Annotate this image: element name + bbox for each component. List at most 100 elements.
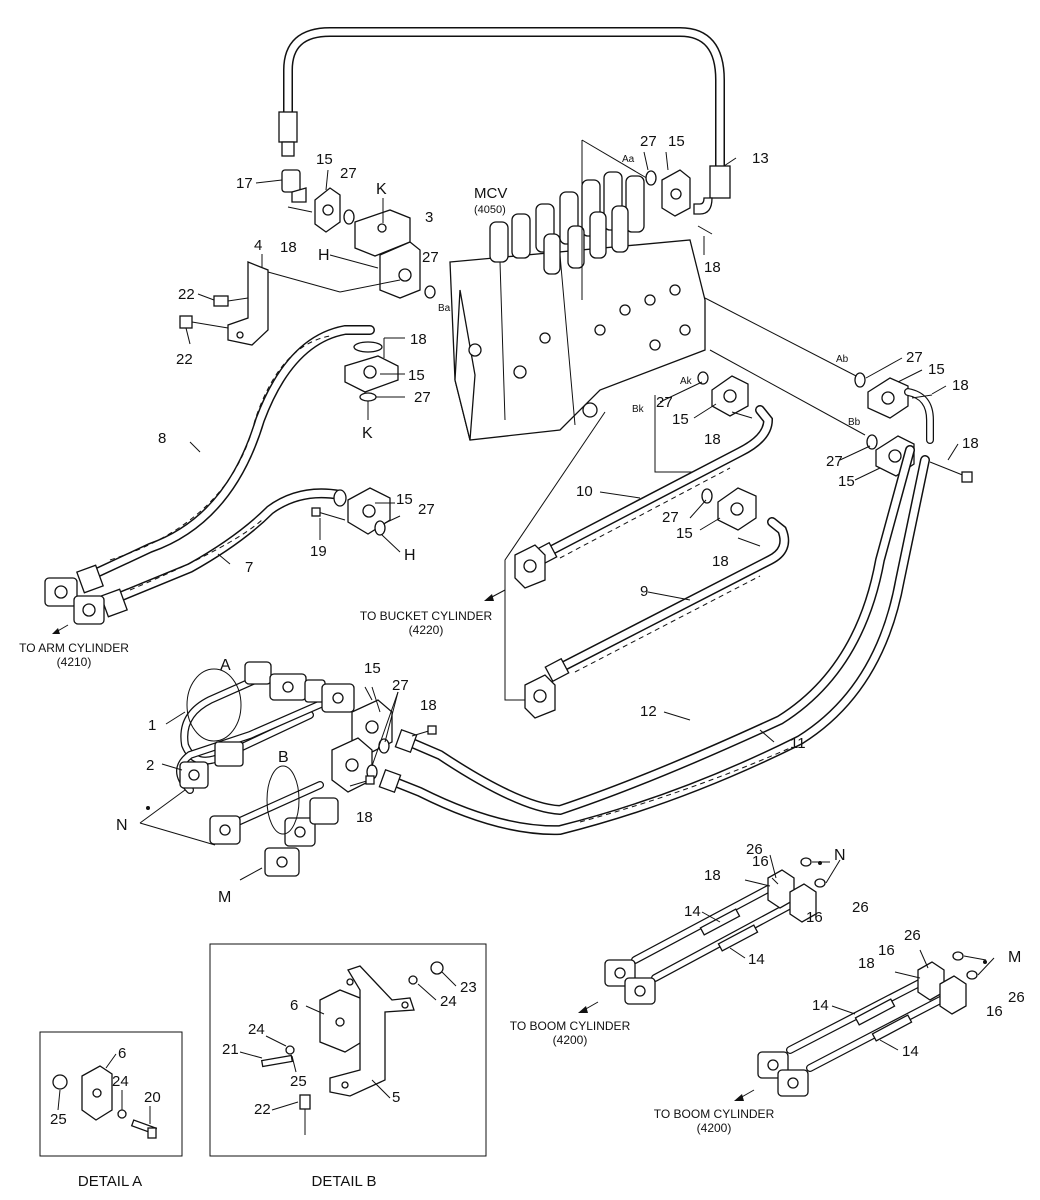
caption-bucket-line2: (4220) xyxy=(409,623,444,637)
detail-circle-b xyxy=(266,765,300,835)
callout-14b: 14 xyxy=(748,951,765,968)
callout-27e: 27 xyxy=(414,389,431,406)
caption-arm-line2: (4210) xyxy=(57,655,92,669)
callout-18g: 18 xyxy=(712,553,729,570)
letter-h-top: H xyxy=(318,247,330,264)
adapter-elbow-17 xyxy=(281,169,307,203)
caption-boom1-line1: TO BOOM CYLINDER xyxy=(510,1019,631,1033)
callout-18f: 18 xyxy=(962,435,979,452)
o-ring-27-top-left xyxy=(343,209,355,225)
boom-hose-group-lower xyxy=(757,961,967,1097)
hose-8 xyxy=(76,325,375,594)
detail-b-title: DETAIL B xyxy=(311,1173,376,1190)
detail-b-box xyxy=(209,943,487,1157)
hose-11 xyxy=(385,455,930,836)
flange-15-k xyxy=(344,341,399,393)
callout-numbers: 1 2 3 4 7 8 9 10 11 12 13 14 14 14 14 15… xyxy=(146,133,1025,1060)
detail-b-callout-22: 22 xyxy=(254,1101,271,1118)
callout-15b: 15 xyxy=(668,133,685,150)
callout-16c: 16 xyxy=(878,942,895,959)
flange-15-ak xyxy=(711,375,749,417)
detail-a-callout-24: 24 xyxy=(112,1073,129,1090)
letter-b: B xyxy=(278,749,289,766)
callout-10: 10 xyxy=(576,483,593,500)
caption-boom2-line2: (4200) xyxy=(697,1121,732,1135)
letter-k-top: K xyxy=(376,181,387,198)
reference-letters: K K H H A B N N M M xyxy=(116,181,1021,966)
callout-11: 11 xyxy=(790,735,806,752)
callout-1: 1 xyxy=(148,717,156,734)
hose-13 xyxy=(278,27,731,215)
hose-9 xyxy=(544,517,790,683)
letter-n-right: N xyxy=(834,847,846,864)
callout-8: 8 xyxy=(158,430,166,447)
letter-m-left: M xyxy=(218,889,231,906)
callout-22b: 22 xyxy=(176,351,193,368)
detail-a-callout-20: 20 xyxy=(144,1089,161,1106)
o-ring-27-ak xyxy=(697,371,709,385)
bolt-22-top xyxy=(213,295,249,307)
callout-27c: 27 xyxy=(422,249,439,266)
caption-boom1-line2: (4200) xyxy=(553,1033,588,1047)
callout-15d: 15 xyxy=(672,411,689,428)
callout-15i: 15 xyxy=(364,660,381,677)
callout-18i: 18 xyxy=(356,809,373,826)
detail-b-callout-25: 25 xyxy=(290,1073,307,1090)
callout-16b: 16 xyxy=(806,909,823,926)
callout-19: 19 xyxy=(310,543,327,560)
port-label-ba: Ba xyxy=(438,303,451,314)
flange-pair-arm-cylinder xyxy=(44,577,105,625)
callout-26b: 26 xyxy=(852,899,869,916)
valve-spools xyxy=(489,171,645,275)
callout-14d: 14 xyxy=(902,1043,919,1060)
bracket-4 xyxy=(227,261,269,346)
detail-a-callout-25: 25 xyxy=(50,1111,67,1128)
o-ring-27-ab xyxy=(854,372,866,388)
callout-15g: 15 xyxy=(396,491,413,508)
callout-27h: 27 xyxy=(418,501,435,518)
detail-a-labels: 6 24 20 25 DETAIL A xyxy=(50,1045,161,1190)
flange-bucket-lower xyxy=(524,674,556,719)
destination-captions: TO ARM CYLINDER (4210) TO BUCKET CYLINDE… xyxy=(19,609,774,1135)
callout-15h: 15 xyxy=(676,525,693,542)
callout-16d: 16 xyxy=(986,1003,1003,1020)
callout-17: 17 xyxy=(236,175,253,192)
letter-a: A xyxy=(220,657,231,674)
detail-a-title: DETAIL A xyxy=(78,1173,142,1190)
o-ring-27-h xyxy=(374,520,386,536)
bolt-22-bottom xyxy=(179,315,229,329)
main-control-valve xyxy=(449,139,706,441)
callout-26a: 26 xyxy=(746,841,763,858)
callout-27a: 27 xyxy=(340,165,357,182)
detail-b-callout-6: 6 xyxy=(290,997,298,1014)
letter-h-bottom: H xyxy=(404,547,416,564)
o-ring-27-k xyxy=(359,392,377,402)
callout-9: 9 xyxy=(640,583,648,600)
callout-7: 7 xyxy=(245,559,253,576)
callout-4: 4 xyxy=(254,237,262,254)
callout-18b: 18 xyxy=(704,259,721,276)
flange-15-top-left xyxy=(314,187,341,233)
callout-18a: 18 xyxy=(280,239,297,256)
callout-27j: 27 xyxy=(392,677,409,694)
o-ring-27-ba xyxy=(424,285,436,299)
callout-27b: 27 xyxy=(640,133,657,150)
callout-18h: 18 xyxy=(420,697,437,714)
detail-b-callout-24a: 24 xyxy=(248,1021,265,1038)
port-label-ab: Ab xyxy=(836,354,849,365)
mcv-label: MCV xyxy=(474,185,507,202)
mcv-code: (4050) xyxy=(474,204,506,216)
detail-circle-a xyxy=(186,668,242,742)
flange-15-aa xyxy=(661,169,691,217)
callout-13: 13 xyxy=(752,150,769,167)
detail-b-callout-5: 5 xyxy=(392,1089,400,1106)
flange-15-mid-lower xyxy=(331,737,373,793)
callout-18d: 18 xyxy=(952,377,969,394)
callout-leaders xyxy=(161,151,959,771)
callout-15f: 15 xyxy=(838,473,855,490)
hose-10 xyxy=(532,405,774,567)
callout-2: 2 xyxy=(146,757,154,774)
caption-boom2-line1: TO BOOM CYLINDER xyxy=(654,1107,775,1121)
callout-15a: 15 xyxy=(316,151,333,168)
